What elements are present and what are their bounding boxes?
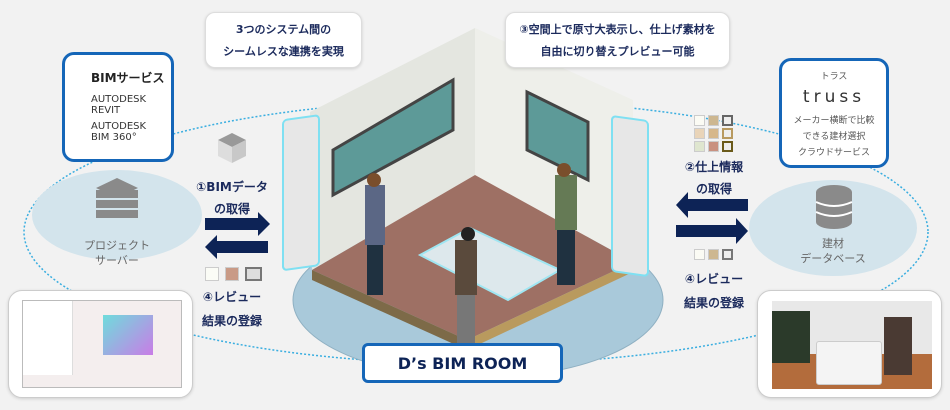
bim-service-title: BIMサービス xyxy=(91,71,165,85)
bubble-line: 3つのシステム間の xyxy=(235,23,332,36)
step-line: 結果の登録 xyxy=(201,314,262,328)
swatch xyxy=(694,249,705,260)
label-line: プロジェクト xyxy=(84,239,150,252)
bim-service-box: BIMサービス AUTODESK REVIT AUTODESK BIM 360° xyxy=(62,52,174,162)
arrow-left-finish xyxy=(676,192,748,218)
bim-item: AUTODESK xyxy=(91,94,147,105)
swatch-white xyxy=(205,267,219,281)
swatch xyxy=(694,115,705,126)
bubble-line: 自由に切り替えプレビュー可能 xyxy=(540,45,695,58)
truss-desc: クラウドサービス xyxy=(797,148,870,158)
step-line: ②仕上情報 xyxy=(684,160,744,174)
step-line: の取得 xyxy=(213,202,250,216)
bim-item: AUTODESK xyxy=(91,121,147,132)
label-line: 建材 xyxy=(822,237,844,250)
project-server-label: プロジェクト サーバー xyxy=(62,238,172,268)
swatch xyxy=(722,115,733,126)
step-1-label: ①BIMデータ の取得 xyxy=(177,176,287,220)
step-line: ④レビュー xyxy=(202,290,262,304)
material-db-label: 建材 データベース xyxy=(778,236,888,266)
person-3 xyxy=(455,240,477,295)
step-line: 結果の登録 xyxy=(683,296,744,310)
truss-box: トラス truss メーカー横断で比較 できる建材選択 クラウドサービス xyxy=(779,58,889,168)
house-icon xyxy=(218,133,246,163)
room-label: D’s BIM ROOM xyxy=(397,353,528,373)
bim-item: BIM 360° xyxy=(91,132,137,143)
arrow-right-review xyxy=(676,218,748,244)
swatch xyxy=(708,141,719,152)
person-2 xyxy=(555,175,577,230)
truss-kana: トラス xyxy=(820,72,848,82)
truss-desc: メーカー横断で比較 xyxy=(793,116,875,126)
swatch xyxy=(708,249,719,260)
bubble-line: ③空間上で原寸大表示し、仕上げ素材を xyxy=(519,23,716,36)
bim-viewer-screenshot xyxy=(8,290,193,398)
vr-preview-screenshot xyxy=(757,290,942,398)
person-1 xyxy=(365,185,385,245)
arrow-left-review xyxy=(205,235,268,259)
window-right xyxy=(525,89,590,183)
bubble-line: シームレスな連携を実現 xyxy=(223,45,344,58)
truss-desc: できる建材選択 xyxy=(802,132,866,142)
swatch xyxy=(708,128,719,139)
swatch xyxy=(694,141,705,152)
step-line: ①BIMデータ xyxy=(196,180,268,194)
step-line: ④レビュー xyxy=(684,272,744,286)
building-model-thumbnail xyxy=(103,315,153,355)
swatch xyxy=(722,249,733,260)
left-panel xyxy=(282,114,320,271)
step-2-label: ②仕上情報 の取得 xyxy=(659,156,769,200)
step-4-left-label: ④レビュー 結果の登録 xyxy=(177,285,287,333)
step-4-right-label: ④レビュー 結果の登録 xyxy=(659,267,769,315)
room-label-box: D’s BIM ROOM xyxy=(362,343,563,383)
bubble-preview: ③空間上で原寸大表示し、仕上げ素材を 自由に切り替えプレビュー可能 xyxy=(505,12,730,68)
step-line: の取得 xyxy=(695,182,732,196)
label-line: サーバー xyxy=(95,254,139,267)
swatch-wood xyxy=(225,267,239,281)
swatch xyxy=(722,141,733,152)
truss-logo: truss xyxy=(802,87,866,107)
swatch-window xyxy=(245,267,262,281)
bubble-seamless: 3つのシステム間の シームレスな連携を実現 xyxy=(205,12,362,68)
right-panel xyxy=(611,115,649,277)
window-left xyxy=(331,77,455,198)
label-line: データベース xyxy=(800,252,866,265)
swatch xyxy=(694,128,705,139)
database-icon xyxy=(815,185,853,229)
material-picker-panel xyxy=(816,341,882,385)
bim-item: REVIT xyxy=(91,105,121,116)
swatch xyxy=(708,115,719,126)
arrow-right-bim xyxy=(205,212,270,236)
server-icon xyxy=(96,178,138,218)
swatch xyxy=(722,128,733,139)
